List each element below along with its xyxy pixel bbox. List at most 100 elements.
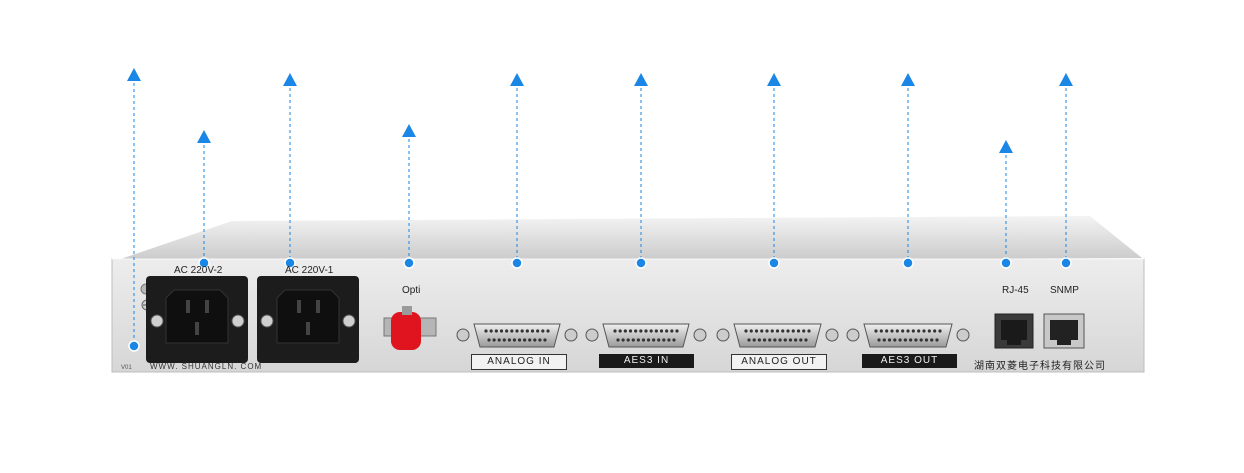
connector-pin xyxy=(538,338,542,342)
connector-pin xyxy=(752,338,756,342)
callout-arrow-10 xyxy=(1059,73,1073,86)
connector-pin xyxy=(626,338,630,342)
connector-pin xyxy=(654,329,658,333)
aes3-in-label: AES3 IN xyxy=(599,354,694,368)
power-label-2: AC 220V-2 xyxy=(174,265,223,276)
power-inlet-2 xyxy=(146,276,248,363)
connector-pin xyxy=(644,329,648,333)
company-name: 湖南双菱电子科技有限公司 xyxy=(974,361,1106,372)
power-inlet-1 xyxy=(257,276,359,363)
connector-pin xyxy=(520,329,524,333)
connector-pin xyxy=(489,329,493,333)
connector-pin xyxy=(530,329,535,333)
callout-dot-2 xyxy=(198,257,210,269)
callout-arrow-8 xyxy=(901,73,915,86)
callout-arrow-6 xyxy=(634,73,648,86)
connector-pin xyxy=(799,338,803,342)
connector-pin xyxy=(631,338,635,342)
connector-pin xyxy=(775,329,780,333)
connector-pin xyxy=(621,338,625,342)
connector-pin xyxy=(494,329,498,333)
connector-pin xyxy=(525,329,529,333)
connector-pin xyxy=(665,329,669,333)
connector-pin xyxy=(765,329,769,333)
callout-dot-6 xyxy=(635,257,647,269)
connector-pin xyxy=(492,338,496,342)
website-label: WWW. SHUANGLN. COM xyxy=(150,362,263,371)
connector-pin xyxy=(887,338,892,342)
chassis-top xyxy=(112,216,1142,262)
connector-pin xyxy=(499,329,504,333)
connector-pin xyxy=(927,329,931,333)
snmp-port xyxy=(1043,313,1085,349)
connector-pin xyxy=(662,338,666,342)
connector-pin xyxy=(613,329,617,333)
connector-pin xyxy=(924,338,929,342)
connector-pin xyxy=(768,338,772,342)
connector-pin xyxy=(762,338,767,342)
connector-pin xyxy=(807,329,811,333)
connector-pin xyxy=(528,338,532,342)
callout-dot-8 xyxy=(902,257,914,269)
connector-pin xyxy=(652,338,656,342)
connector-pin xyxy=(794,338,798,342)
connector-pin xyxy=(523,338,527,342)
connector-pin xyxy=(898,338,902,342)
rj45-label: RJ-45 xyxy=(1002,285,1029,296)
connector-pin xyxy=(749,329,753,333)
callout-dot-1 xyxy=(128,340,140,352)
callout-dot-9 xyxy=(1000,257,1012,269)
connector-pin xyxy=(505,329,509,333)
connector-pin xyxy=(901,329,905,333)
connector-pin xyxy=(935,338,939,342)
connector-pin xyxy=(667,338,671,342)
callout-arrow-3 xyxy=(283,73,297,86)
version-mark: V01 xyxy=(121,365,132,371)
callout-arrow-5 xyxy=(510,73,524,86)
connector-pin xyxy=(917,329,921,333)
connector-pin xyxy=(670,329,674,333)
connector-pin xyxy=(773,338,777,342)
optical-connector xyxy=(383,306,437,350)
connector-pin xyxy=(639,329,643,333)
connector-pin xyxy=(874,329,878,333)
connector-pin xyxy=(512,338,517,342)
connector-pin xyxy=(781,329,785,333)
callout-dot-5 xyxy=(511,257,523,269)
connector-pin xyxy=(938,329,942,333)
connector-pin xyxy=(616,338,620,342)
connector-pin xyxy=(659,329,664,333)
connector-pin xyxy=(657,338,661,342)
connector-pin xyxy=(791,329,795,333)
connector-pin xyxy=(487,338,491,342)
aes3-out-label: AES3 OUT xyxy=(862,354,957,368)
connector-pin xyxy=(517,338,522,342)
connector-pin xyxy=(623,329,627,333)
connector-pin xyxy=(783,338,787,342)
connector-pin xyxy=(757,338,761,342)
connector-pin xyxy=(646,338,651,342)
callout-arrow-1 xyxy=(127,68,141,81)
connector-pin xyxy=(747,338,751,342)
connector-pin xyxy=(618,329,622,333)
connector-pin xyxy=(914,338,918,342)
connector-pin xyxy=(507,338,511,342)
connector-pin xyxy=(497,338,501,342)
callout-dot-7 xyxy=(768,257,780,269)
connector-pin xyxy=(628,329,633,333)
connector-pin xyxy=(502,338,506,342)
connector-pin xyxy=(675,329,679,333)
callout-dot-10 xyxy=(1060,257,1072,269)
connector-pin xyxy=(672,338,676,342)
callout-dot-4 xyxy=(403,257,415,269)
connector-pin xyxy=(930,338,934,342)
connector-pin xyxy=(796,329,801,333)
connector-pin xyxy=(760,329,764,333)
connector-pin xyxy=(484,329,488,333)
connector-pin xyxy=(786,329,790,333)
connector-pin xyxy=(890,329,894,333)
connector-pin xyxy=(933,329,937,333)
connector-pin xyxy=(649,329,653,333)
connector-pin xyxy=(515,329,519,333)
